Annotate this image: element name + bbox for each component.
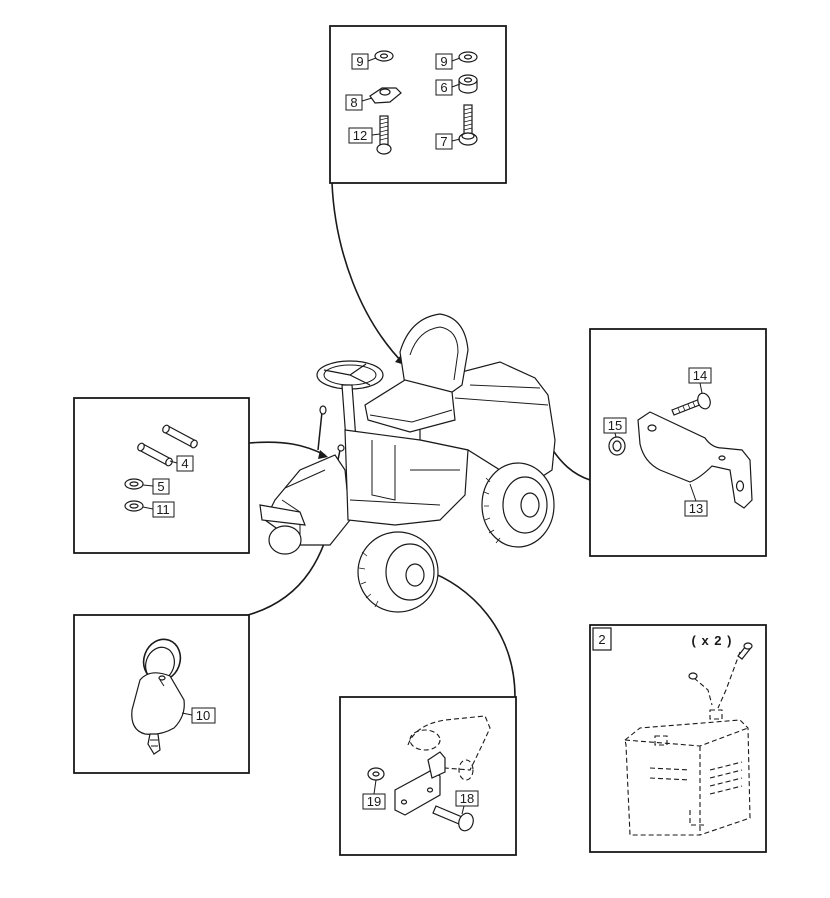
pin-upper-icon xyxy=(162,424,198,449)
callout-9-left: 9 xyxy=(351,53,377,70)
panel-key: 10 xyxy=(73,614,250,774)
washer-9-right-icon xyxy=(458,51,478,63)
battery-cable-icon xyxy=(693,651,741,709)
bracket-13-icon xyxy=(637,411,753,509)
battery-icon xyxy=(624,709,751,836)
callout-12: 12 xyxy=(348,127,381,144)
panel-pivot: 19 18 xyxy=(339,696,517,856)
callout-6: 6 xyxy=(435,79,461,96)
callout-14-label: 14 xyxy=(693,368,707,383)
panel-battery: 2 ( x 2 ) xyxy=(589,624,767,853)
callout-6-label: 6 xyxy=(440,80,447,95)
panel-battery-frame xyxy=(589,624,767,853)
washer-9-left-icon xyxy=(374,50,394,62)
panel-fasteners: 9 8 12 9 6 7 xyxy=(329,25,507,184)
leader-pivot-to-wheel xyxy=(424,569,516,698)
leader-fastener-to-seat xyxy=(331,182,406,366)
ignition-key-icon xyxy=(131,638,185,755)
quantity-label: ( x 2 ) xyxy=(692,633,733,648)
nut-15-icon xyxy=(608,436,626,456)
callout-12-label: 12 xyxy=(353,128,367,143)
panel-bracket: 14 15 13 xyxy=(589,328,767,557)
callout-19-label: 19 xyxy=(367,794,381,809)
bolt-7-icon xyxy=(458,104,478,146)
callout-18-label: 18 xyxy=(460,791,474,806)
axle-housing-icon xyxy=(407,715,491,781)
pin-lower-icon xyxy=(137,442,173,467)
rear-wheel-icon xyxy=(481,462,555,548)
washer-5-icon xyxy=(124,478,144,490)
washer-11-icon xyxy=(124,500,144,512)
bolt-14-icon xyxy=(671,392,711,416)
spacer-6-icon xyxy=(458,74,478,94)
lawn-tractor-illustration xyxy=(259,313,556,613)
callout-9-right-label: 9 xyxy=(440,54,447,69)
callout-14: 14 xyxy=(688,367,712,394)
callout-5-label: 5 xyxy=(157,479,164,494)
panel-number-badge: 2 xyxy=(592,627,612,651)
callout-8: 8 xyxy=(345,94,373,111)
leader-pins-to-lever xyxy=(248,441,326,456)
panel-number-label: 2 xyxy=(598,632,605,647)
panel-pins-frame xyxy=(73,397,250,554)
arrow-lever xyxy=(318,450,328,459)
callout-9-right: 9 xyxy=(435,53,461,70)
callout-11-label: 11 xyxy=(156,502,170,517)
wing-nut-8-icon xyxy=(369,87,402,104)
callout-7: 7 xyxy=(435,133,461,150)
callout-4: 4 xyxy=(169,455,194,472)
callout-18: 18 xyxy=(455,790,479,815)
front-wheel-icon xyxy=(357,531,439,613)
panel-pins: 4 5 11 xyxy=(73,397,250,554)
bolt-12-icon xyxy=(376,115,392,155)
callout-13: 13 xyxy=(684,483,708,517)
washer-19-icon xyxy=(367,767,385,781)
callout-5: 5 xyxy=(142,478,170,495)
callout-8-label: 8 xyxy=(350,95,357,110)
callout-19: 19 xyxy=(362,779,386,810)
callout-9-left-label: 9 xyxy=(356,54,363,69)
pivot-plate-icon xyxy=(394,751,446,816)
callout-13-label: 13 xyxy=(689,501,703,516)
callout-11: 11 xyxy=(142,501,175,518)
bolt-18-icon xyxy=(432,805,474,832)
battery-screw-right-icon xyxy=(737,642,753,660)
callout-15-label: 15 xyxy=(608,418,622,433)
seat-icon xyxy=(364,313,469,433)
callout-10-label: 10 xyxy=(196,708,210,723)
callout-4-label: 4 xyxy=(181,456,188,471)
battery-screw-left-icon xyxy=(688,672,698,680)
callout-7-label: 7 xyxy=(440,134,447,149)
steering-wheel-icon xyxy=(316,360,384,441)
callout-15: 15 xyxy=(603,417,627,438)
callout-10: 10 xyxy=(181,707,216,724)
